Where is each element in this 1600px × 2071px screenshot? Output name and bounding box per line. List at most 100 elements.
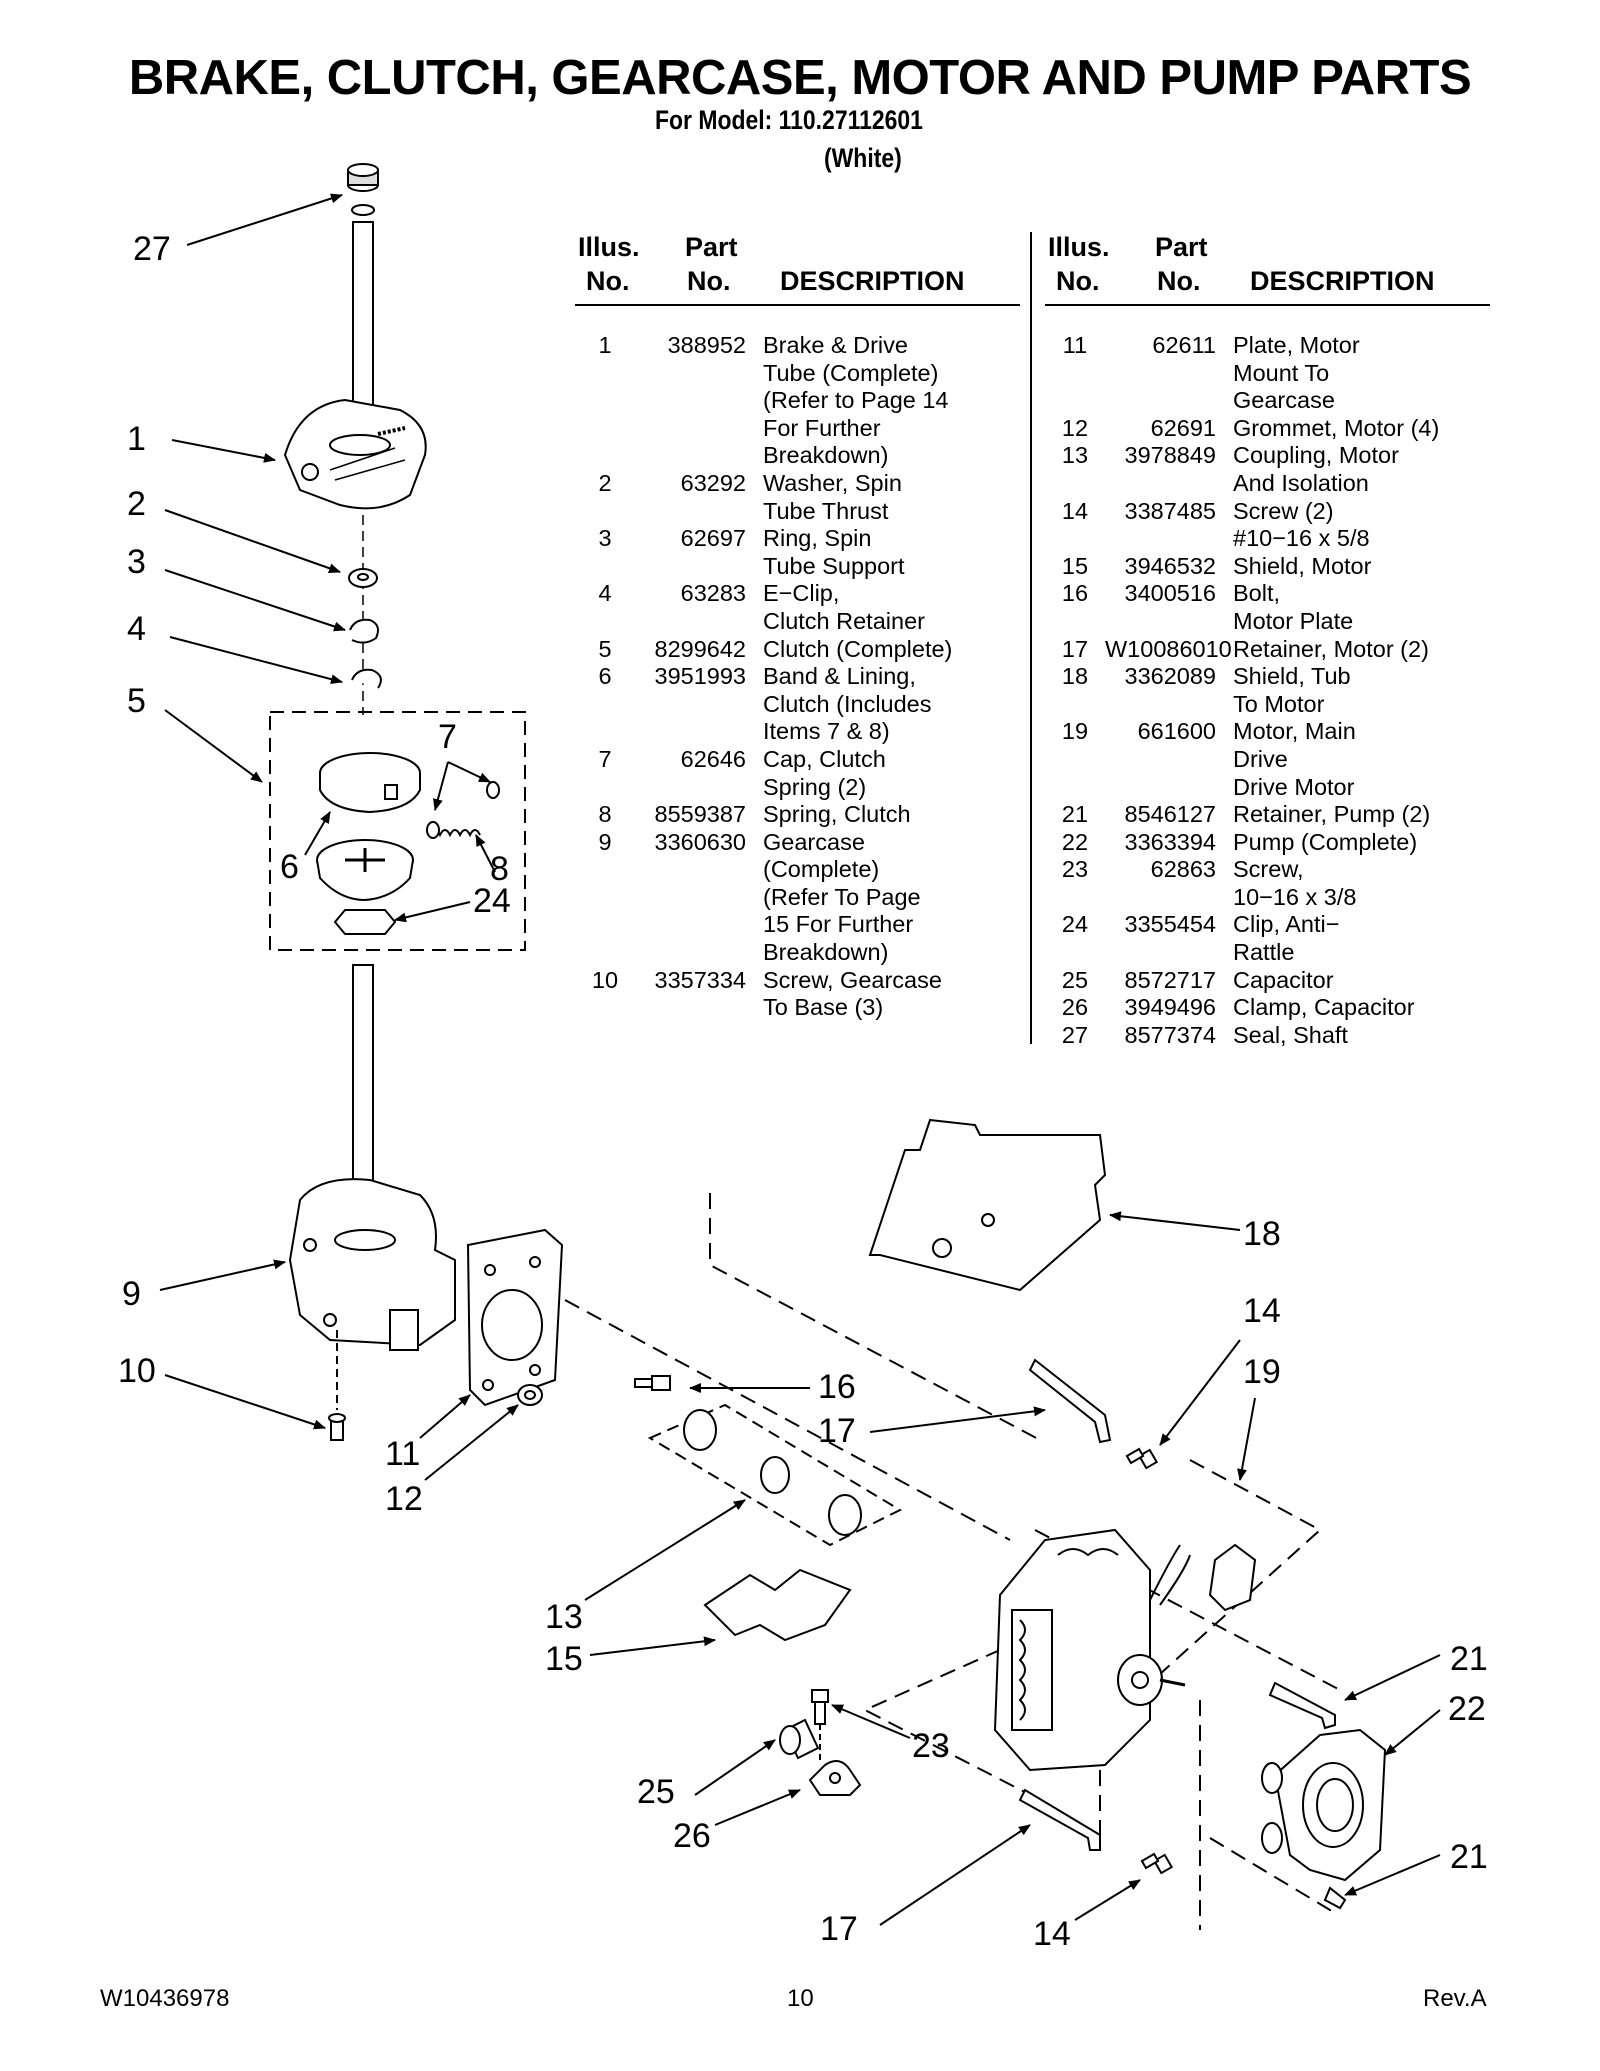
part-number: 8572717	[1124, 966, 1217, 993]
illus-number: 17	[1061, 635, 1089, 662]
pump-retainer-upper-drawing	[1268, 1681, 1336, 1730]
illus-number: 8	[598, 801, 612, 828]
illus-number: 6	[598, 663, 612, 690]
description-line: 10−16 x 3/8	[1233, 883, 1357, 910]
motor-retainer-upper-drawing	[1028, 1358, 1112, 1444]
description-line: Clamp, Capacitor	[1233, 994, 1415, 1021]
description-line: (Refer to Page 14	[763, 387, 949, 414]
part-number: W10086010	[1105, 635, 1232, 662]
part-description: Clutch (Complete)	[763, 636, 1020, 664]
illus-number: 7	[598, 745, 612, 772]
illus-number: 15	[1061, 552, 1089, 579]
illus-number: 26	[1061, 994, 1089, 1021]
part-description: Clip, Anti−Rattle	[1233, 911, 1490, 966]
callout-17: 17	[818, 1412, 856, 1450]
description-line: Washer, Spin	[763, 469, 902, 496]
table-row: 26 3949496 Clamp, Capacitor	[1045, 994, 1490, 1022]
callout-25: 25	[637, 1773, 675, 1811]
description-line: Band & Lining,	[763, 663, 916, 690]
part-number: 3363394	[1124, 828, 1217, 855]
callout-24: 24	[473, 882, 511, 920]
callout-5: 5	[127, 682, 146, 720]
part-number: 3951993	[654, 663, 747, 690]
callout-26: 26	[673, 1817, 711, 1855]
description-line: For Further	[763, 414, 881, 441]
part-description: Shield, Motor	[1233, 553, 1490, 581]
illus-number: 1	[598, 332, 612, 358]
part-description: Grommet, Motor (4)	[1233, 415, 1490, 443]
part-number: 63283	[680, 580, 746, 607]
description-line: And Isolation	[1233, 469, 1369, 496]
description-line: Shield, Motor	[1233, 552, 1372, 579]
description-line: Motor Plate	[1233, 607, 1354, 634]
description-line: Tube Thrust	[763, 497, 889, 524]
description-line: Pump (Complete)	[1233, 828, 1418, 855]
part-description: Screw (2)#10−16 x 5/8	[1233, 498, 1490, 553]
motor-retainer-lower-drawing	[1018, 1788, 1101, 1851]
pump-drawing	[1261, 1728, 1387, 1882]
description-line: Retainer, Pump (2)	[1233, 801, 1431, 828]
part-description: Capacitor	[1233, 967, 1490, 995]
part-number: 62697	[680, 525, 746, 552]
callout-17: 17	[820, 1910, 858, 1948]
part-number: 3355454	[1124, 911, 1217, 938]
description-line: Gearcase	[763, 828, 865, 855]
callout-1: 1	[127, 420, 146, 458]
illus-number: 11	[1062, 332, 1088, 358]
illus-number: 27	[1061, 1021, 1089, 1048]
description-line: Plate, Motor	[1233, 332, 1360, 358]
illus-number: 9	[598, 828, 612, 855]
grommet-drawing	[517, 1384, 543, 1406]
pump-retainer-lower-drawing	[1323, 1886, 1347, 1910]
callout-15: 15	[545, 1640, 583, 1678]
motor-shield-drawing	[703, 1568, 852, 1642]
part-description: Pump (Complete)	[1233, 829, 1490, 857]
part-number: 3949496	[1124, 994, 1217, 1021]
part-description: E−Clip,Clutch Retainer	[763, 580, 1020, 635]
illus-number: 19	[1061, 718, 1089, 745]
illus-number: 12	[1061, 414, 1089, 441]
callout-4: 4	[127, 610, 146, 648]
part-description: Clamp, Capacitor	[1233, 994, 1490, 1022]
part-number: 8299642	[654, 635, 747, 662]
description-line: Mount To	[1233, 359, 1330, 386]
callout-2: 2	[127, 485, 146, 523]
illus-number: 16	[1061, 580, 1089, 607]
motor-screw-upper-drawing	[1125, 1447, 1159, 1470]
screw-capacitor-clamp-drawing	[779, 1689, 862, 1796]
description-line: Drive Motor	[1233, 773, 1355, 800]
part-number: 8559387	[654, 801, 747, 828]
description-line: Screw (2)	[1233, 497, 1334, 524]
callout-12: 12	[385, 1480, 423, 1518]
callout-21: 21	[1450, 1838, 1488, 1876]
description-line: #10−16 x 5/8	[1233, 525, 1370, 552]
description-line: Coupling, Motor	[1233, 442, 1399, 469]
table-header: Illus. No. Part No. DESCRIPTION	[575, 232, 1020, 306]
callout-21: 21	[1450, 1640, 1488, 1678]
callout-22: 22	[1448, 1690, 1486, 1728]
color-line: (White)	[824, 143, 902, 173]
part-number: 3387485	[1124, 497, 1217, 524]
header-part-no: No.	[1157, 266, 1201, 296]
description-line: Clutch Retainer	[763, 607, 925, 634]
callout-6: 6	[280, 848, 299, 886]
